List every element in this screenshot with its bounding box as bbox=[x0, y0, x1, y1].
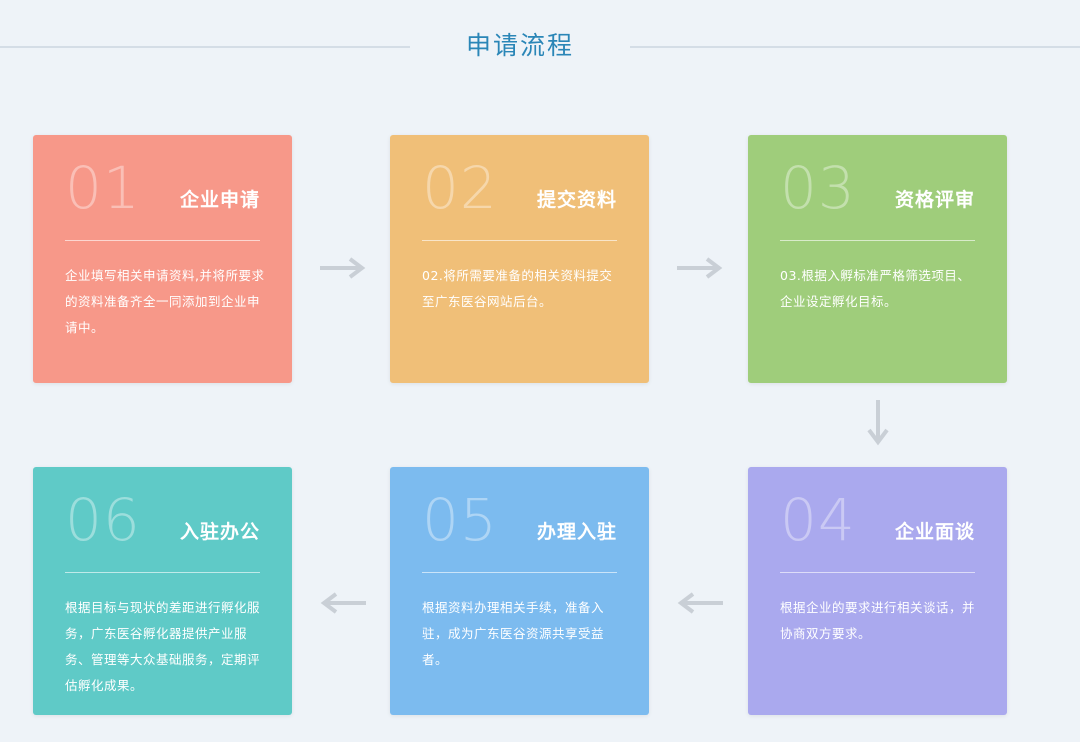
step-card-05: 05 办理入驻 根据资料办理相关手续，准备入驻，成为广东医谷资源共享受益者。 bbox=[390, 467, 649, 715]
step-number: 06 bbox=[65, 486, 141, 554]
step-number: 01 bbox=[65, 154, 141, 222]
arrow-right-icon bbox=[677, 257, 723, 279]
step-title: 办理入驻 bbox=[536, 521, 617, 543]
step-card-06: 06 入驻办公 根据目标与现状的差距进行孵化服务，广东医谷孵化器提供产业服务、管… bbox=[33, 467, 292, 715]
title-divider-right bbox=[630, 46, 1080, 48]
step-divider bbox=[65, 240, 260, 241]
step-card-02: 02 提交资料 02.将所需要准备的相关资料提交至广东医谷网站后台。 bbox=[390, 135, 649, 383]
step-title: 入驻办公 bbox=[179, 521, 260, 543]
step-divider bbox=[780, 572, 975, 573]
arrow-down-icon bbox=[867, 400, 889, 446]
step-description: 根据目标与现状的差距进行孵化服务，广东医谷孵化器提供产业服务、管理等大众基础服务… bbox=[65, 600, 261, 693]
step-description: 03.根据入孵标准严格筛选项目、企业设定孵化目标。 bbox=[780, 268, 971, 309]
step-description: 02.将所需要准备的相关资料提交至广东医谷网站后台。 bbox=[422, 268, 613, 309]
step-description: 企业填写相关申请资料,并将所要求的资料准备齐全一同添加到企业申请中。 bbox=[65, 268, 265, 335]
step-divider bbox=[422, 240, 617, 241]
step-number: 05 bbox=[422, 486, 498, 554]
arrow-left-icon bbox=[677, 592, 723, 614]
step-card-03: 03 资格评审 03.根据入孵标准严格筛选项目、企业设定孵化目标。 bbox=[748, 135, 1007, 383]
arrow-right-icon bbox=[320, 257, 366, 279]
step-card-01: 01 企业申请 企业填写相关申请资料,并将所要求的资料准备齐全一同添加到企业申请… bbox=[33, 135, 292, 383]
step-description: 根据资料办理相关手续，准备入驻，成为广东医谷资源共享受益者。 bbox=[422, 600, 605, 667]
title-divider-left bbox=[0, 46, 410, 48]
step-number: 03 bbox=[780, 154, 856, 222]
step-card-04: 04 企业面谈 根据企业的要求进行相关谈话，并协商双方要求。 bbox=[748, 467, 1007, 715]
step-number: 02 bbox=[422, 154, 498, 222]
page-title: 申请流程 bbox=[465, 31, 574, 60]
step-divider bbox=[65, 572, 260, 573]
arrow-left-icon bbox=[320, 592, 366, 614]
step-title: 企业申请 bbox=[179, 189, 260, 211]
step-divider bbox=[780, 240, 975, 241]
step-number: 04 bbox=[780, 486, 856, 554]
step-title: 企业面谈 bbox=[894, 521, 975, 543]
step-title: 资格评审 bbox=[894, 189, 975, 211]
step-divider bbox=[422, 572, 617, 573]
step-title: 提交资料 bbox=[536, 189, 617, 211]
step-description: 根据企业的要求进行相关谈话，并协商双方要求。 bbox=[780, 600, 976, 641]
